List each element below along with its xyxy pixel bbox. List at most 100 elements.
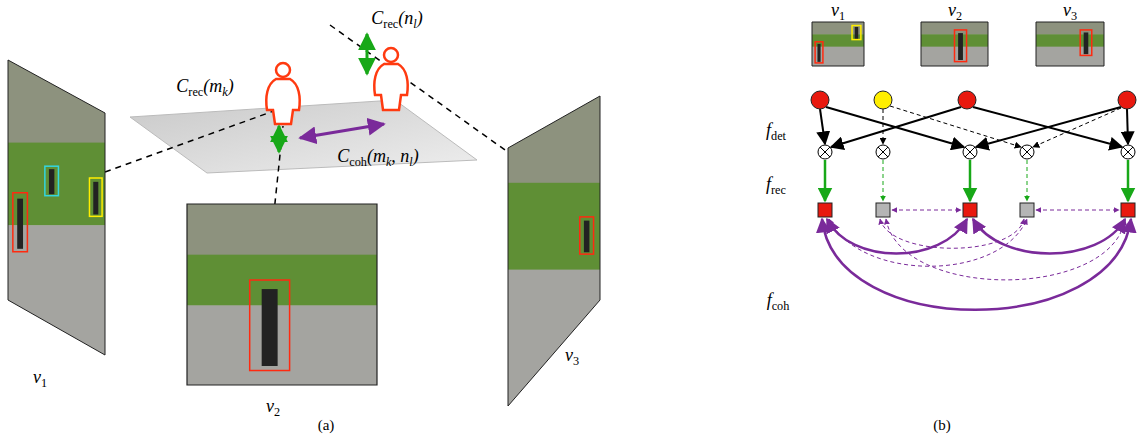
image-frame <box>508 96 600 406</box>
text-run: v <box>266 396 274 416</box>
math-label: Ccoh(mk, nl) <box>337 147 419 165</box>
person-figure <box>817 44 820 62</box>
product-cross <box>1022 147 1032 157</box>
subscript-run: coh <box>772 299 790 313</box>
person-figure <box>584 221 590 253</box>
text-run: C <box>371 8 383 28</box>
image-frame <box>921 22 988 66</box>
product-circle <box>1020 145 1034 159</box>
text-run: (n <box>398 8 413 28</box>
detection-box <box>580 217 594 254</box>
math-label: Crec(nl) <box>371 9 422 27</box>
product-cross <box>965 147 975 157</box>
text-run: C <box>337 146 349 166</box>
person-figure <box>262 289 278 366</box>
view-label: v1 <box>33 368 47 386</box>
camera-view: v1 <box>4 56 110 392</box>
text-run: ) <box>413 146 419 166</box>
reconstruction-square <box>1121 203 1135 217</box>
reconstruction-edge-dashed <box>1027 160 1028 201</box>
subscript-run: 3 <box>573 354 579 368</box>
detection-edge <box>826 107 964 147</box>
text-run: ) <box>228 76 234 96</box>
detection-box <box>852 26 861 40</box>
image-content <box>812 22 864 67</box>
text-run: v <box>831 0 839 20</box>
text-run: v <box>565 345 573 365</box>
view-label-holder: v1 <box>831 1 845 19</box>
reconstruction-square <box>818 203 832 217</box>
subscript-run: rec <box>771 183 786 197</box>
view-label: v2 <box>948 1 962 19</box>
view-label-holder: v2 <box>266 397 280 415</box>
image-content <box>187 204 377 386</box>
coherence-edges <box>822 210 1131 310</box>
product-node <box>1121 145 1135 159</box>
camera-ray <box>105 108 282 172</box>
reconstruction-edge <box>969 160 972 201</box>
camera-view: v3 <box>1034 0 1106 68</box>
product-node <box>963 145 977 159</box>
silhouette-head <box>276 63 290 77</box>
subscript-run: coh <box>349 155 367 169</box>
detection-box <box>89 178 102 216</box>
image-content <box>921 22 988 67</box>
scene-band <box>1036 47 1104 67</box>
coherence-edge-dashed <box>1036 210 1119 211</box>
detection-edge-dashed <box>1033 108 1121 147</box>
math-label: fdet <box>766 121 786 139</box>
image-frame <box>187 204 377 385</box>
silhouette <box>266 63 299 124</box>
scene-band <box>1036 34 1104 47</box>
subscript-run: 1 <box>41 376 47 390</box>
image-frame <box>8 60 105 355</box>
detection-circle <box>811 91 829 109</box>
camera-view: v3 <box>504 92 604 410</box>
panel-caption: (a) <box>318 418 335 433</box>
image-frame <box>1036 22 1104 66</box>
detection-edge <box>831 107 961 147</box>
person-figure <box>17 199 23 249</box>
product-cross <box>878 147 888 157</box>
scene-band <box>1036 22 1104 35</box>
text-run: v <box>33 367 41 387</box>
product-nodes <box>818 145 1135 159</box>
detection-edge <box>973 107 1122 147</box>
subscript-run: k <box>222 85 227 99</box>
product-circle <box>963 145 977 159</box>
scene-band <box>187 204 377 255</box>
text-run: ) <box>417 8 423 28</box>
detection-edge-dashed <box>883 109 884 144</box>
detection-circles <box>811 91 1136 109</box>
detection-box <box>955 30 967 62</box>
text-run: v <box>1063 0 1071 20</box>
scene-band <box>508 270 600 407</box>
product-node <box>876 145 890 159</box>
image-frame <box>812 22 864 66</box>
text-run: f <box>766 120 771 140</box>
person-figure <box>1084 32 1089 54</box>
person-figure <box>958 33 963 60</box>
view-label-holder: v1 <box>33 368 47 386</box>
subscript-run: rec <box>383 17 398 31</box>
text-run: v <box>948 0 956 20</box>
detection-box <box>45 166 59 196</box>
camera-ray <box>330 25 505 150</box>
coherence-arrow <box>300 124 384 138</box>
view-label: v1 <box>831 1 845 19</box>
math-label: Crec(mk) <box>176 77 233 95</box>
reconstruction-edge-dashed <box>883 160 884 201</box>
image-content <box>1036 22 1104 67</box>
text-run: (m <box>367 146 386 166</box>
coherence-edge <box>827 219 967 254</box>
subscript-run: l <box>413 17 416 31</box>
coherence-edge <box>973 219 1125 254</box>
function-symbol: Crec(mk) <box>176 77 233 95</box>
detection-edge <box>820 109 825 144</box>
reconstruction-square <box>876 203 890 217</box>
view-image <box>185 202 379 424</box>
camera-view: v2 <box>185 202 379 424</box>
camera-view: v2 <box>919 0 990 68</box>
reconstruction-arrow <box>366 34 369 74</box>
